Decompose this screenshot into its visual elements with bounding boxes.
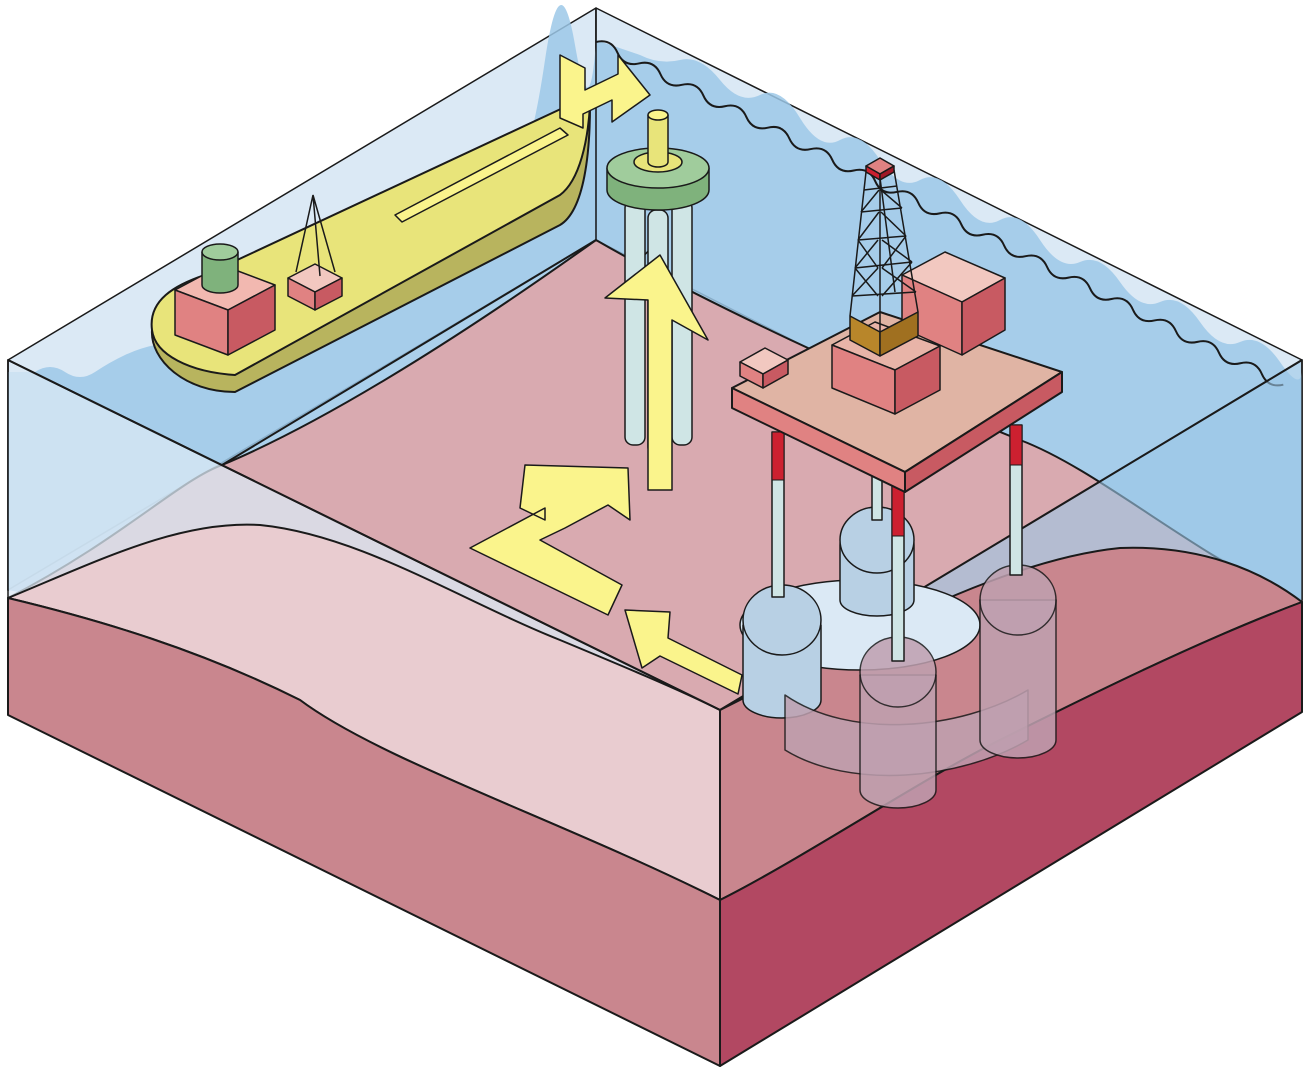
gravity-base-platform [731,157,1063,662]
block-top-front-left-edge [7,359,721,711]
derrick-crown-right [879,165,895,181]
derrick-base-right [879,311,919,357]
buoy-mast [647,114,669,168]
flow-arrow-from-tanks [624,609,743,695]
platform-deck-right [904,371,1063,493]
platform-leg-splash-zone [1009,424,1023,466]
flow-arrow-bend [469,464,631,616]
buoy-leg [624,199,646,446]
tanker-crane-mast [295,194,336,277]
platform-drill-module-right [894,345,941,415]
platform-leg-splash-zone [891,485,905,537]
flow-arrow-tanker-to-buoy [559,54,651,129]
platform-small-module-right [762,359,789,389]
storage-tank [979,599,1057,759]
drilling-derrick [849,169,919,332]
oil-flow-arrows [469,54,743,695]
seabed-back-contour [221,239,597,466]
seabed-front-left-face [7,597,721,1067]
water-surface-right [595,40,1284,387]
platform-accommodation-right [961,277,1006,356]
tanker-deck-stripe [394,127,569,223]
platform-leg-splash-zone [771,431,785,481]
tanker-funnel-top [201,243,239,261]
flow-arrow-up-buoy [604,254,709,491]
storage-tank [859,674,937,809]
buoy-mast-top [647,109,669,121]
shuttle-tanker [150,99,591,393]
tanker-funnel [201,251,239,294]
tanker-crane-right [314,277,343,311]
tanker-bridge-right [227,284,276,356]
